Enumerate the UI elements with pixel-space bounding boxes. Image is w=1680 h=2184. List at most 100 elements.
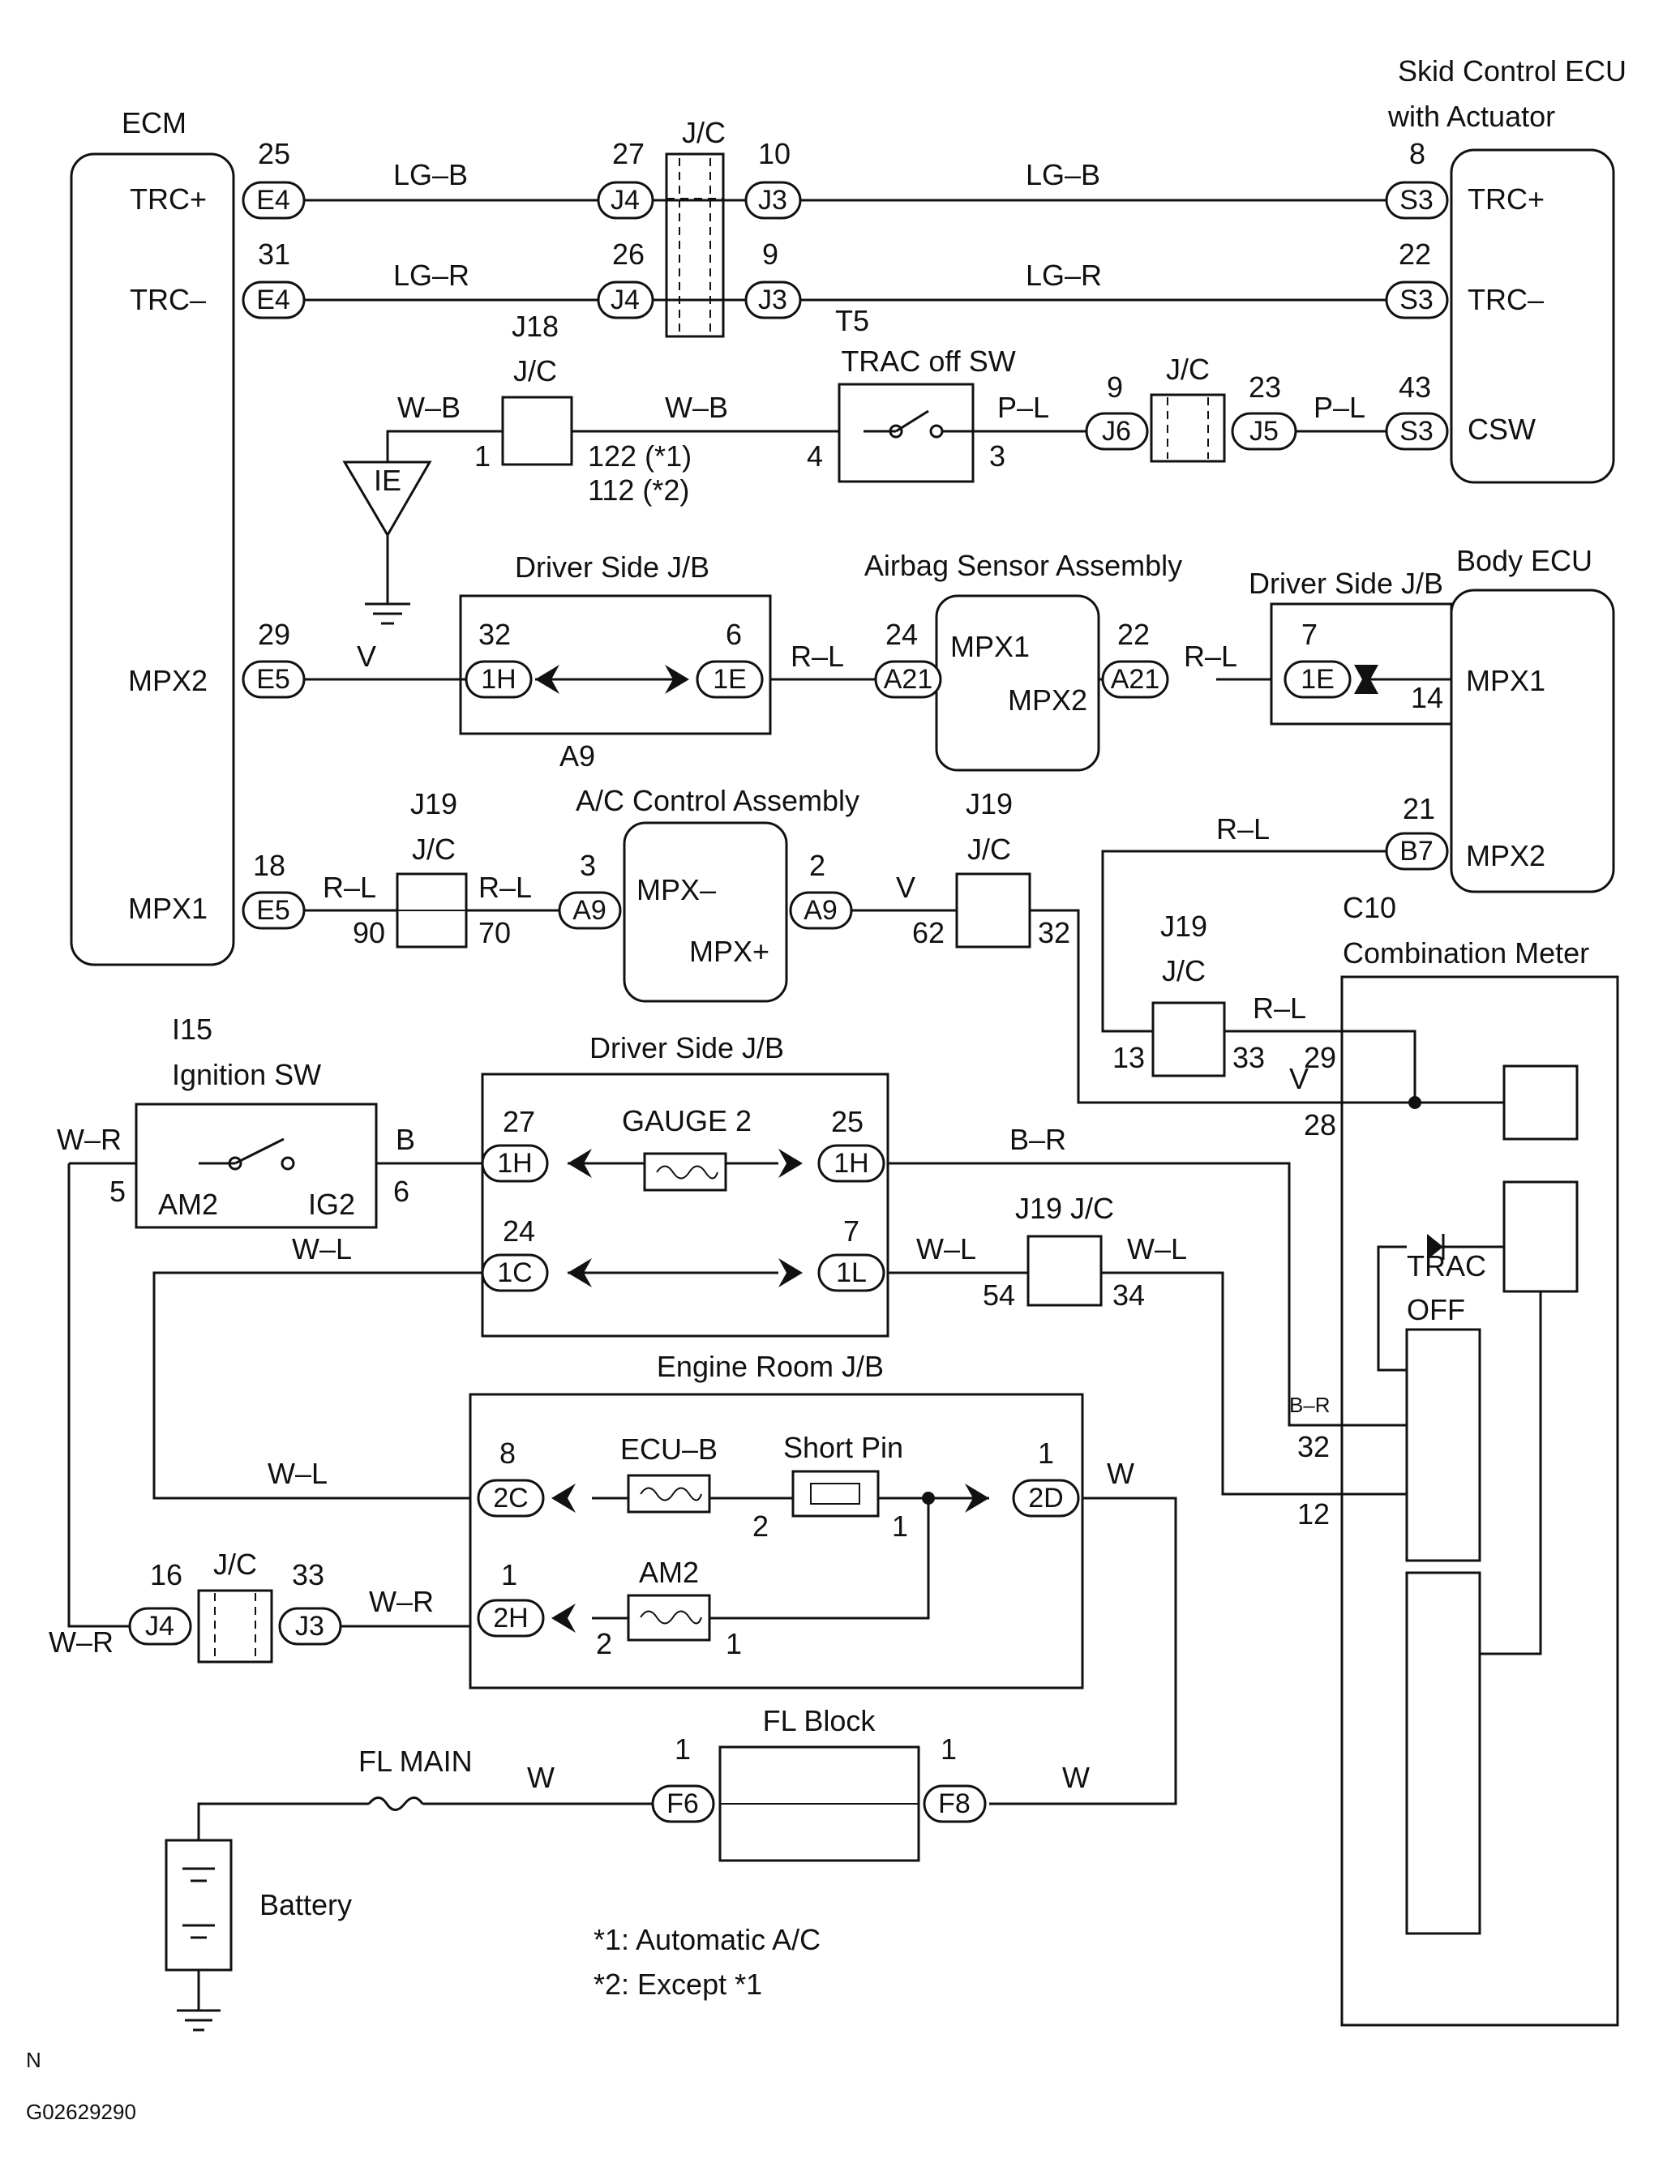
j19-right-box — [955, 872, 1031, 949]
conn-j3b — [744, 280, 802, 319]
conn-j3a-label: J3 — [758, 185, 787, 216]
jc-csw-box — [1150, 393, 1226, 463]
conn-a21a — [874, 660, 942, 699]
ign-am2: AM2 — [158, 1188, 218, 1221]
meter-block-2 — [1502, 1180, 1579, 1293]
ecu-b-fuse — [627, 1474, 711, 1514]
svg-text:27: 27 — [503, 1105, 535, 1138]
skid-ecu-label-1: Skid Control ECU — [1398, 54, 1626, 88]
fl-main-label: FL MAIN — [358, 1745, 473, 1778]
jb-arrows — [535, 665, 1378, 1633]
j18-box — [501, 396, 573, 466]
conn-1h-c — [817, 1144, 885, 1183]
svg-text:70: 70 — [478, 916, 511, 949]
conn-e5a — [242, 660, 306, 699]
svg-text:LG–B: LG–B — [393, 158, 468, 191]
conn-a21b — [1101, 660, 1169, 699]
meter-block-4 — [1405, 1571, 1481, 1935]
svg-text:W: W — [1107, 1457, 1134, 1490]
svg-text:1: 1 — [675, 1732, 691, 1766]
svg-text:8: 8 — [499, 1437, 516, 1470]
jc-top-box — [665, 152, 725, 338]
conn-a9a-label: A9 — [572, 895, 606, 926]
conn-e4b — [242, 280, 306, 319]
svg-text:22: 22 — [1399, 238, 1431, 271]
svg-text:13: 13 — [1112, 1041, 1145, 1074]
ecm-trc-plus: TRC+ — [130, 182, 207, 216]
conn-b7-label: B7 — [1399, 836, 1434, 867]
conn-e5b — [242, 891, 306, 930]
body-mpx2: MPX2 — [1466, 839, 1545, 872]
svg-text:V: V — [1289, 1062, 1309, 1095]
conn-s3c-label: S3 — [1399, 416, 1434, 447]
j19-left-jc: J/C — [412, 833, 456, 866]
svg-text:R–L: R–L — [323, 871, 376, 904]
conn-f8 — [923, 1784, 987, 1823]
conn-e5a-label: E5 — [256, 664, 290, 695]
svg-text:33: 33 — [1232, 1041, 1265, 1074]
j19-meter-jc: J/C — [1162, 954, 1206, 987]
svg-text:7: 7 — [843, 1214, 859, 1248]
svg-text:25: 25 — [831, 1105, 864, 1138]
jc-csw-label: J/C — [1166, 353, 1210, 386]
conn-j4a — [597, 181, 654, 220]
airbag-mpx1: MPX1 — [950, 630, 1030, 663]
ac-control-box — [623, 821, 788, 1003]
conn-j6 — [1085, 412, 1149, 451]
conn-2h — [477, 1599, 545, 1638]
body-ecu-label: Body ECU — [1456, 544, 1592, 577]
svg-text:W–R: W–R — [49, 1625, 114, 1659]
conn-2d — [1012, 1479, 1080, 1518]
svg-text:90: 90 — [353, 916, 385, 949]
conn-s3b — [1385, 280, 1449, 319]
svg-text:B–R: B–R — [1009, 1123, 1066, 1156]
am2-fuse-label: AM2 — [639, 1556, 699, 1589]
conn-f6-label: F6 — [666, 1788, 699, 1819]
svg-text:32: 32 — [478, 618, 511, 651]
j18-label: J18 — [512, 310, 559, 343]
driver-jb-mpx-label: Driver Side J/B — [515, 550, 709, 584]
svg-text:6: 6 — [726, 618, 742, 651]
svg-text:W: W — [527, 1761, 555, 1794]
conn-f8-label: F8 — [938, 1788, 971, 1819]
svg-text:12: 12 — [1297, 1497, 1330, 1531]
svg-text:24: 24 — [503, 1214, 535, 1248]
svg-text:9: 9 — [1107, 370, 1123, 404]
pin-numbers: 25 27 10 8 31 26 9 22 T5 1 122 (*1) 112 … — [109, 137, 1443, 1766]
svg-text:1: 1 — [941, 1732, 957, 1766]
svg-text:V: V — [357, 640, 376, 673]
conn-a9b-label: A9 — [804, 895, 838, 926]
svg-text:W–R: W–R — [57, 1123, 122, 1156]
svg-text:W–L: W–L — [292, 1232, 352, 1265]
svg-text:34: 34 — [1112, 1278, 1145, 1312]
svg-text:LG–B: LG–B — [1026, 158, 1100, 191]
svg-text:W–L: W–L — [268, 1457, 328, 1490]
svg-text:2: 2 — [752, 1510, 769, 1543]
conn-e5b-label: E5 — [256, 895, 290, 926]
driver-jb-mpx-box — [459, 594, 772, 735]
conn-s3c — [1385, 412, 1449, 451]
svg-text:W: W — [1062, 1761, 1090, 1794]
conn-f6 — [651, 1784, 715, 1823]
conn-j3c-label: J3 — [295, 1611, 324, 1642]
conn-1e-b-label: 1E — [1301, 664, 1335, 695]
svg-text:R–L: R–L — [1253, 991, 1306, 1025]
conn-j3a — [744, 181, 802, 220]
conn-1c — [481, 1253, 549, 1292]
svg-text:1: 1 — [1038, 1437, 1054, 1470]
svg-text:8: 8 — [1409, 137, 1425, 170]
short-pin-label: Short Pin — [783, 1431, 903, 1464]
svg-text:29: 29 — [258, 618, 290, 651]
svg-text:25: 25 — [258, 137, 290, 170]
fl-main-fuse — [367, 1796, 424, 1811]
svg-text:24: 24 — [885, 618, 918, 651]
svg-text:31: 31 — [258, 238, 290, 271]
meter-id: C10 — [1343, 891, 1396, 924]
j19-left-label: J19 — [410, 787, 457, 820]
jc-bottom-label: J/C — [213, 1548, 257, 1581]
conn-a9b — [789, 891, 853, 930]
conn-j3b-label: J3 — [758, 285, 787, 315]
conn-a21a-label: A21 — [884, 664, 933, 695]
conn-1h-c-label: 1H — [834, 1148, 868, 1179]
